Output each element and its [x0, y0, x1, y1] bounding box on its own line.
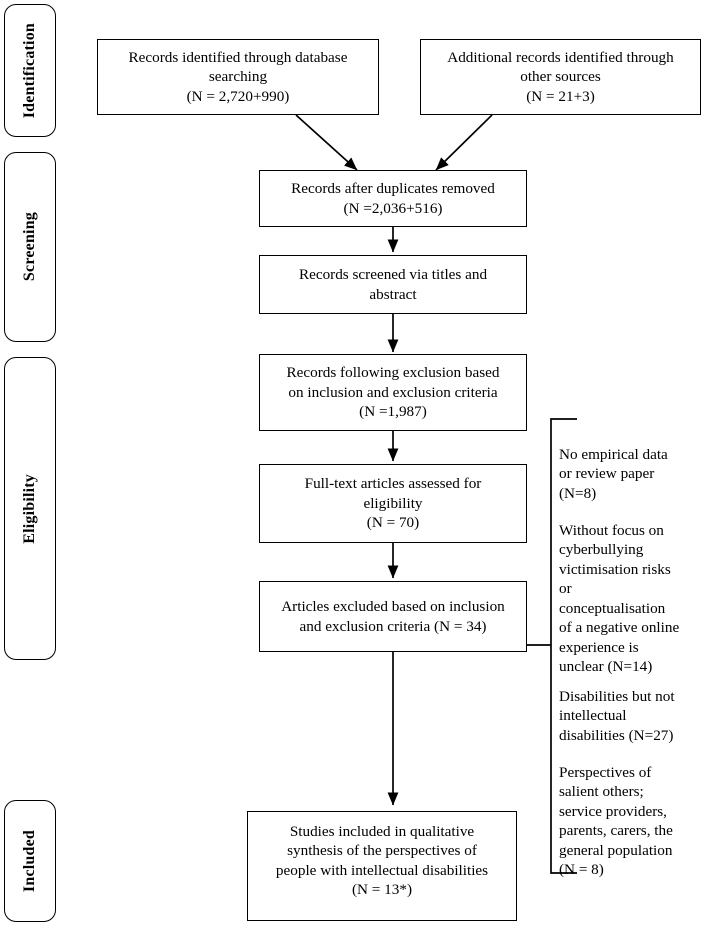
- node-text: Full-text articles assessed for eligibil…: [304, 475, 482, 532]
- reason-text: Perspectives of salient others; service …: [559, 763, 673, 879]
- reason-text: Without focus on cyberbullying victimisa…: [559, 521, 680, 676]
- node-text: Records screened via titles and abstract: [298, 266, 488, 303]
- stage-identification: Identification: [4, 4, 56, 137]
- node-records-screened: Records screened via titles and abstract: [259, 255, 527, 314]
- node-text: Additional records identified through ot…: [447, 48, 674, 105]
- stage-label-identification: Identification: [21, 22, 38, 119]
- edge-other-to-duplicates: [435, 114, 493, 171]
- node-articles-excluded: Articles excluded based on inclusion and…: [259, 581, 527, 652]
- exclusion-reason-salient-others: Perspectives of salient others; service …: [559, 743, 701, 880]
- node-records-identified-database: Records identified through database sear…: [97, 39, 379, 115]
- node-text: Records following exclusion based on inc…: [286, 364, 500, 421]
- node-text: Articles excluded based on inclusion and…: [281, 598, 505, 635]
- stage-label-screening: Screening: [21, 212, 38, 282]
- exclusion-reason-without-focus: Without focus on cyberbullying victimisa…: [559, 501, 701, 677]
- node-text: Records after duplicates removed (N =2,0…: [291, 180, 495, 217]
- reason-text: Disabilities but not intellectual disabi…: [559, 687, 675, 744]
- node-records-after-duplicates-removed: Records after duplicates removed (N =2,0…: [259, 170, 527, 227]
- edge-database-to-duplicates: [295, 114, 358, 171]
- node-text: Studies included in qualitative synthesi…: [275, 823, 489, 899]
- node-studies-included: Studies included in qualitative synthesi…: [247, 811, 517, 921]
- stage-label-included: Included: [21, 829, 38, 893]
- node-additional-records-other-sources: Additional records identified through ot…: [420, 39, 701, 115]
- node-text: Records identified through database sear…: [128, 48, 348, 105]
- stage-eligibility: Eligibility: [4, 357, 56, 660]
- node-fulltext-articles-assessed: Full-text articles assessed for eligibil…: [259, 464, 527, 543]
- reason-text: No empirical data or review paper (N=8): [559, 445, 668, 502]
- node-records-following-exclusion: Records following exclusion based on inc…: [259, 354, 527, 431]
- exclusion-reason-disabilities-not-intellectual: Disabilities but not intellectual disabi…: [559, 667, 701, 745]
- exclusion-reason-no-empirical-data: No empirical data or review paper (N=8): [559, 425, 699, 503]
- stage-screening: Screening: [4, 152, 56, 342]
- stage-label-eligibility: Eligibility: [21, 473, 38, 544]
- stage-included: Included: [4, 800, 56, 922]
